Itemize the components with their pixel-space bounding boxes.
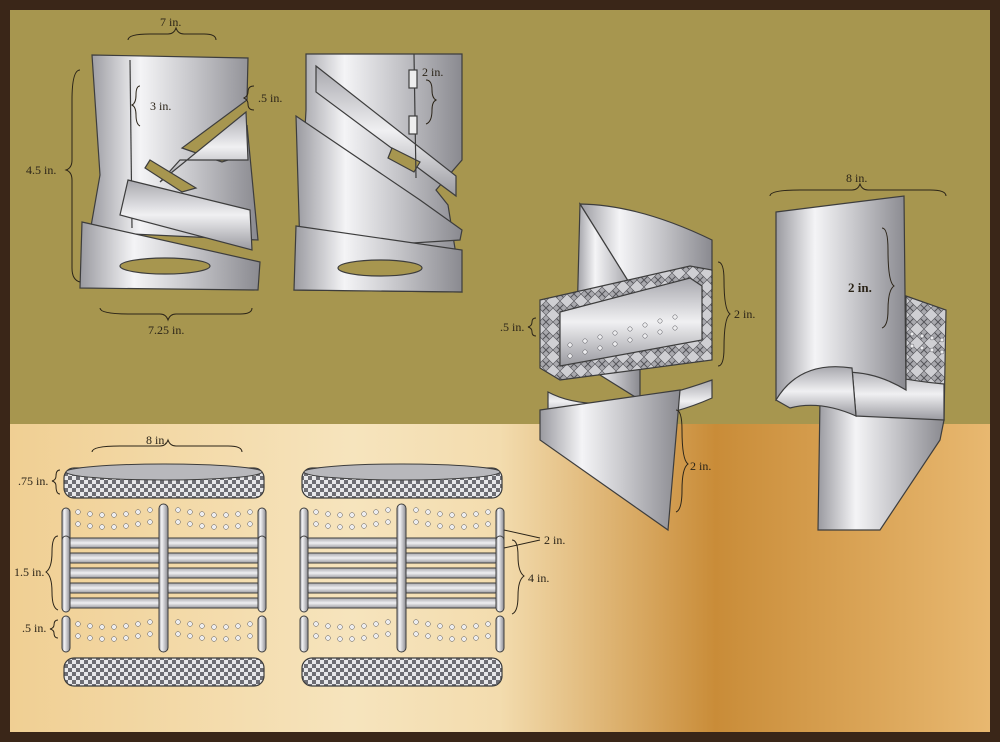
bead1-mid-band-brace [45,535,59,611]
wrap2-panel-label: 2 in. [848,280,872,295]
cuff1-bottom-brace [99,307,253,322]
cuff1-height-label: 4.5 in. [26,163,56,177]
wrap2-panel-brace [881,227,895,329]
wrap1-lower-brace [675,409,689,513]
wrap1-band-label: 2 in. [734,307,755,321]
bead1-top-band-label: .75 in. [18,474,48,488]
cuff-gap-label: .5 in. [258,91,282,105]
wrap-cuff-2 [775,195,947,531]
beaded-cuff-2 [299,463,505,687]
cuff1-slot-label: 3 in. [150,99,171,113]
cuff-2 [293,53,463,293]
cuff2-hinge-brace [425,79,438,125]
beaded-cuff-2-beads [313,507,491,642]
cuff-gap-brace [242,85,255,111]
bead1-width-label: 8 in. [146,433,167,447]
cuff1-top-brace [127,26,217,41]
bead2-band-pointer [503,529,541,549]
bead1-mid-band-label: 1.5 in. [14,565,44,579]
cuff-1 [79,54,261,291]
beaded-cuff-1-beads [75,507,253,642]
wrap1-band-brace [717,261,731,367]
bead1-small-band-label: .5 in. [22,621,46,635]
bead1-width-brace [91,438,243,453]
bead2-total-label: 4 in. [528,571,549,585]
beaded-cuff-1 [61,463,267,687]
wrap-cuff-1 [539,201,713,532]
wrap-cuff-2-beads [909,331,945,355]
cuff1-bottom-width-label: 7.25 in. [148,323,184,337]
wrap-cuff-1-beads [567,314,678,359]
cuff1-height-brace [64,69,81,283]
cuff1-slot-brace [130,85,141,127]
bead1-small-band-brace [49,619,59,639]
bead2-band-label: 2 in. [544,533,565,547]
wrap2-width-brace [769,182,947,197]
bead1-top-band-brace [51,469,61,495]
cuff1-top-width-label: 7 in. [160,15,181,29]
wrap1-edge-label: .5 in. [500,320,524,334]
bead2-total-brace [511,539,525,615]
wrap1-lower-label: 2 in. [690,459,711,473]
wrap2-width-label: 8 in. [846,171,867,185]
wrap1-edge-brace [527,317,537,337]
cuff2-hinge-label: 2 in. [422,65,443,79]
